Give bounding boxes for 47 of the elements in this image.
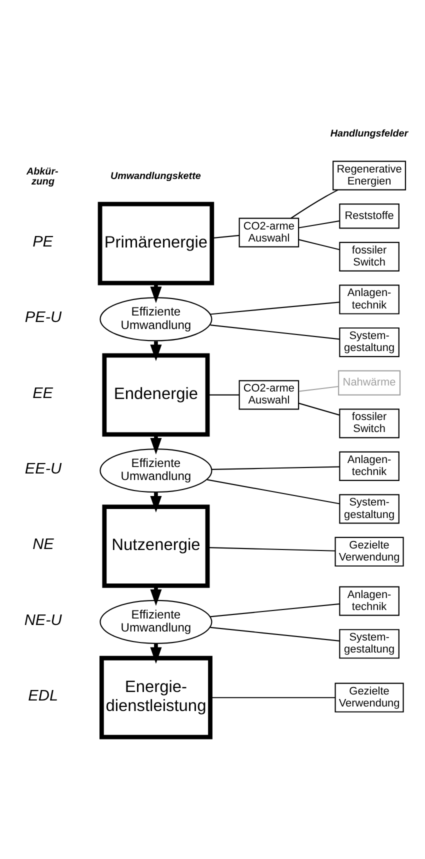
label: EDL <box>28 687 58 704</box>
connector <box>210 602 340 617</box>
label: NE-U <box>24 611 62 628</box>
node-box: Nutzenergie <box>102 504 210 588</box>
node-box: Gezielte Verwendung <box>334 682 404 712</box>
connector <box>210 626 340 641</box>
node-box: fossiler Switch <box>338 408 399 438</box>
node-ellipse: Effiziente Umwandlung <box>99 296 212 341</box>
node-box: Primärenergie <box>97 201 214 285</box>
connector <box>210 324 340 340</box>
node-box: Regenerative Energien <box>332 160 406 190</box>
node-box: System- gestaltung <box>338 494 399 524</box>
connector <box>298 402 340 416</box>
connector <box>207 546 335 551</box>
connector <box>210 696 335 698</box>
label: Handlungsfelder <box>330 128 408 139</box>
connector <box>298 220 340 228</box>
connector <box>210 301 340 314</box>
node-box: Reststoffe <box>338 203 399 228</box>
label: Abkür- zung <box>26 166 58 188</box>
label: PE-U <box>24 308 62 326</box>
node-box: Energie- dienstleistung <box>98 655 212 739</box>
node-box: CO2-arme Auswahl <box>238 380 299 410</box>
label: EE-U <box>24 460 62 478</box>
node-ellipse: Effiziente Umwandlung <box>99 599 212 644</box>
label: NE <box>32 536 54 553</box>
node-box: Anlagen- technik <box>338 450 399 480</box>
node-box: System- gestaltung <box>338 628 399 658</box>
node-box: Nahwärme <box>338 370 400 395</box>
connector <box>298 385 338 392</box>
node-box: fossiler Switch <box>338 241 399 272</box>
connector <box>211 466 339 470</box>
node-ellipse: Effiziente Umwandlung <box>99 448 212 492</box>
label: PE <box>32 233 53 250</box>
connector <box>207 394 239 395</box>
node-box: Endenergie <box>102 352 210 436</box>
node-box: Anlagen- technik <box>338 586 399 616</box>
node-box: CO2-arme Auswahl <box>238 217 299 247</box>
label: Umwandlungskette <box>110 170 200 182</box>
label: EE <box>32 384 53 402</box>
node-box: Gezielte Verwendung <box>334 536 404 566</box>
node-box: Anlagen- technik <box>338 284 399 314</box>
node-box: System- gestaltung <box>338 326 399 357</box>
connector <box>206 478 340 504</box>
connector <box>290 188 338 218</box>
connector <box>298 238 340 250</box>
connector <box>212 234 239 238</box>
